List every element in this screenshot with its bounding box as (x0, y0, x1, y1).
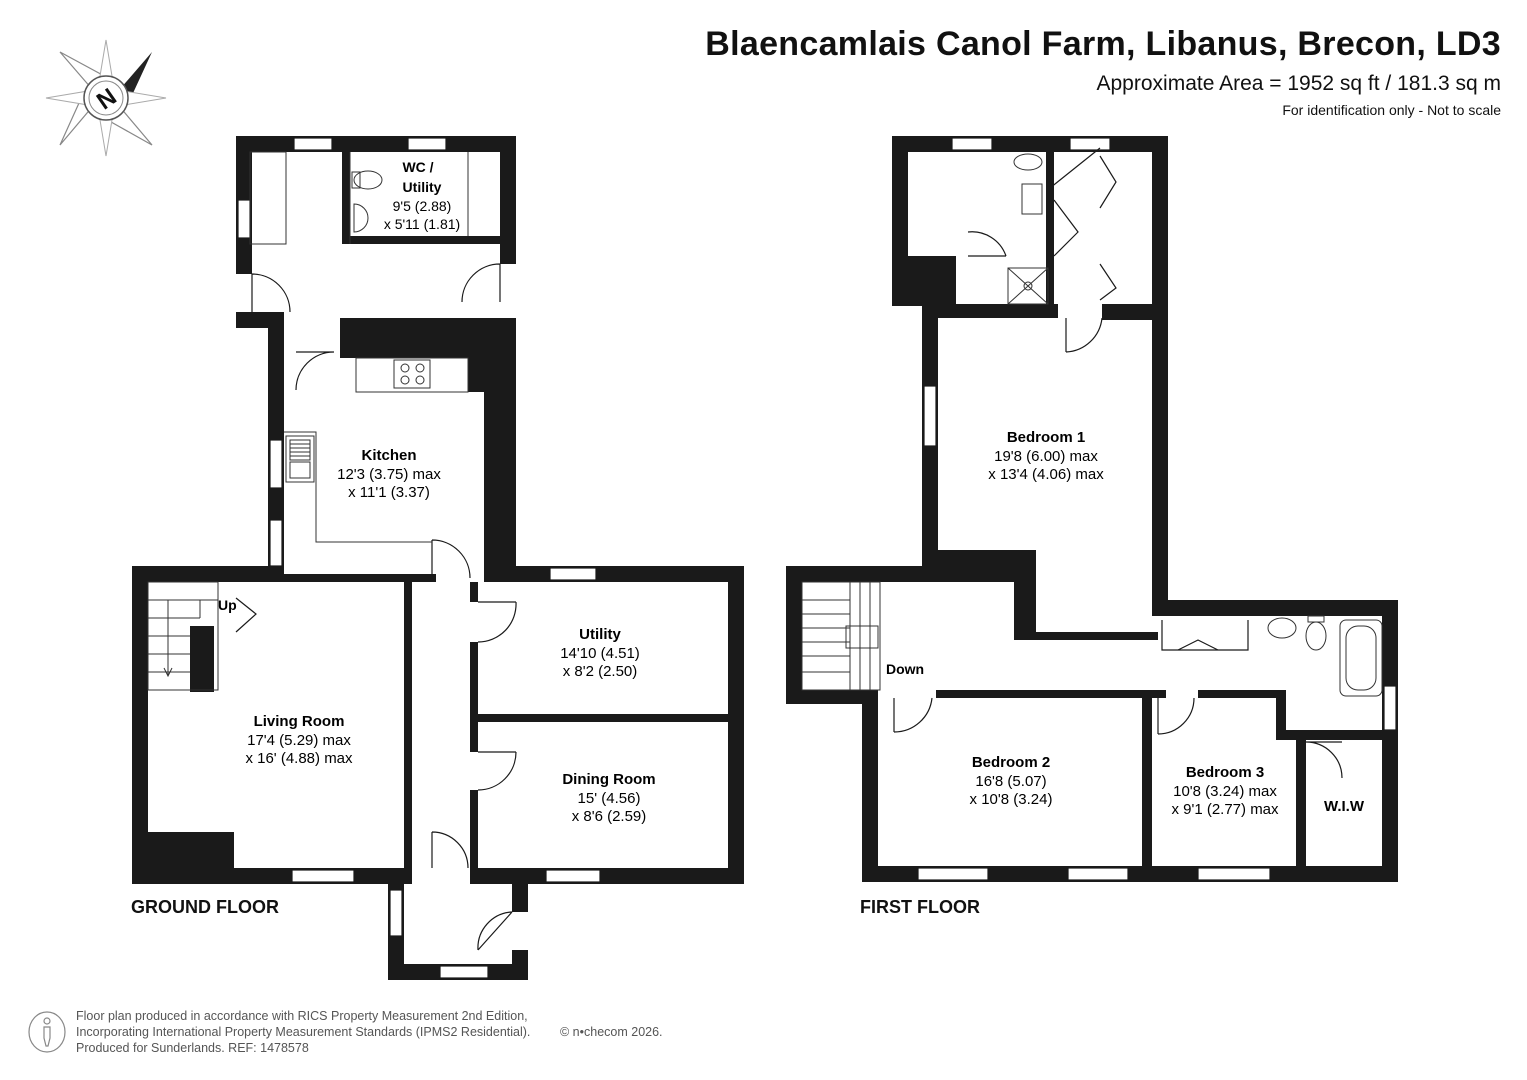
room-dim2: x 5'11 (1.81) (384, 216, 460, 232)
room-dim1: 17'4 (5.29) max (247, 732, 351, 749)
first-floor-fixtures (801, 153, 1383, 697)
room-label-utility: Utility 14'10 (4.51) x 8'2 (2.50) (560, 626, 640, 680)
room-dim2: x 13'4 (4.06) max (988, 466, 1104, 483)
person-icon (28, 1011, 66, 1053)
footer-line-3: Produced for Sunderlands. REF: 1478578 (76, 1041, 309, 1055)
room-dim2: x 8'6 (2.59) (572, 808, 647, 825)
room-name: Kitchen (361, 447, 416, 464)
room-dim1: 10'8 (3.24) max (1173, 783, 1277, 800)
identification-note: For identification only - Not to scale (1282, 102, 1501, 118)
room-label-wc-utility: WC / Utility 9'5 (2.88) x 5'11 (1.81) (384, 159, 460, 232)
footer-line-1: Floor plan produced in accordance with R… (76, 1009, 528, 1023)
room-dim2: x 11'1 (3.37) (348, 484, 430, 501)
room-name: Utility (579, 626, 621, 643)
copyright-notice: © n•checom 2026. (560, 1025, 663, 1039)
room-name: WC / (402, 159, 433, 175)
first-floor-doors (893, 147, 1343, 779)
ground-floor-walls (132, 136, 744, 980)
room-dim1: 9'5 (2.88) (393, 198, 452, 214)
ground-floor-windows (237, 137, 601, 979)
room-dim1: 15' (4.56) (578, 790, 641, 807)
room-label-dining-room: Dining Room 15' (4.56) x 8'6 (2.59) (562, 771, 655, 825)
room-label-bedroom-3: Bedroom 3 10'8 (3.24) max x 9'1 (2.77) m… (1171, 764, 1279, 818)
room-label-living-room: Living Room 17'4 (5.29) max x 16' (4.88)… (245, 713, 353, 767)
room-name: Dining Room (562, 771, 655, 788)
footer-line-2: Incorporating International Property Mea… (76, 1025, 531, 1039)
room-label-bedroom-1: Bedroom 1 19'8 (6.00) max x 13'4 (4.06) … (988, 429, 1104, 483)
room-dim1: 12'3 (3.75) max (337, 466, 441, 483)
room-name-line2: Utility (403, 179, 442, 195)
ground-floor-fixtures (147, 151, 469, 691)
room-dim2: x 8'2 (2.50) (563, 663, 638, 680)
property-title: Blaencamlais Canol Farm, Libanus, Brecon… (705, 25, 1501, 63)
room-name: Bedroom 2 (972, 754, 1050, 771)
approximate-area: Approximate Area = 1952 sq ft / 181.3 sq… (1096, 72, 1502, 95)
plan-footer: Floor plan produced in accordance with R… (76, 1008, 663, 1056)
room-name: Bedroom 3 (1186, 764, 1264, 781)
room-label-wiw: W.I.W (1324, 798, 1365, 815)
first-floor-walls (786, 136, 1398, 882)
room-dim1: 14'10 (4.51) (560, 645, 640, 662)
compass-icon: N (45, 39, 167, 157)
stairs-up-label: Up (218, 597, 237, 613)
ground-floor-doors (235, 263, 517, 951)
room-dim2: x 10'8 (3.24) (970, 791, 1053, 808)
ground-floor-label: GROUND FLOOR (131, 897, 279, 917)
room-dim1: 16'8 (5.07) (975, 773, 1046, 790)
room-name: Living Room (254, 713, 345, 730)
first-floor-label: FIRST FLOOR (860, 897, 980, 917)
room-dim2: x 9'1 (2.77) max (1171, 801, 1279, 818)
plan-header: Blaencamlais Canol Farm, Libanus, Brecon… (705, 22, 1501, 118)
room-dim1: 19'8 (6.00) max (994, 448, 1098, 465)
room-dim2: x 16' (4.88) max (245, 750, 353, 767)
first-floor-windows (917, 137, 1397, 881)
room-name: Bedroom 1 (1007, 429, 1085, 446)
room-label-kitchen: Kitchen 12'3 (3.75) max x 11'1 (3.37) (337, 447, 441, 501)
stairs-down-label: Down (886, 661, 924, 677)
room-label-bedroom-2: Bedroom 2 16'8 (5.07) x 10'8 (3.24) (970, 754, 1053, 808)
